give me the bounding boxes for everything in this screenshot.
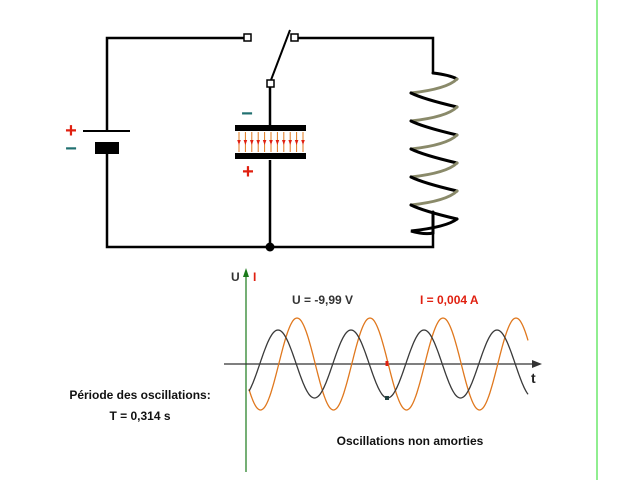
x-axis-arrow-icon: [532, 360, 542, 368]
field-arrow-icon: [262, 140, 267, 145]
capacitor: − +: [235, 103, 306, 183]
coil-back-turn: [409, 105, 459, 123]
coil-back-turn: [409, 133, 459, 151]
field-arrow-icon: [237, 140, 241, 145]
field-arrow-icon: [243, 140, 248, 145]
coil-back-turn: [409, 189, 459, 207]
switch[interactable]: [243, 29, 299, 88]
switch-terminal-left: [243, 33, 252, 42]
coil-front-turn: [409, 175, 459, 193]
coil-lead-bottom: [410, 210, 459, 236]
wire-top-right: [297, 36, 435, 73]
switch-terminal-pivot: [266, 79, 275, 88]
y-axis-label-i: I: [253, 270, 256, 284]
coil-front-turn: [409, 203, 459, 221]
coil-front-turn: [409, 91, 459, 109]
battery: + −: [65, 120, 130, 160]
y-axis-label-u: U: [231, 270, 240, 284]
y-axis-arrow-icon: [243, 268, 249, 277]
switch-terminal-right: [290, 33, 299, 42]
field-arrow-icon: [294, 140, 299, 145]
field-arrow-icon: [301, 140, 305, 145]
coil-front-turn: [409, 147, 459, 165]
period-label: Période des oscillations:: [69, 388, 210, 402]
oscillation-graph: U I t U = -9,99 V I = 0,004 A Oscillatio…: [224, 268, 542, 472]
field-arrow-icon: [250, 140, 254, 145]
current-marker: [385, 361, 389, 366]
capacitor-top-plate: [235, 125, 306, 131]
junction-dot: [265, 242, 275, 252]
field-arrow-icon: [288, 140, 292, 145]
field-arrow-icon: [256, 140, 260, 145]
field-arrow-icon: [275, 140, 280, 145]
capacitor-minus-sign: −: [241, 103, 253, 125]
voltage-marker: [385, 395, 389, 400]
coil-lead-top: [431, 71, 459, 81]
field-arrow-icon: [269, 140, 273, 145]
capacitor-plus-sign: +: [242, 161, 254, 183]
current-readout: I = 0,004 A: [420, 293, 479, 307]
battery-plus-sign: +: [65, 120, 77, 142]
coil-back-turn: [409, 161, 459, 179]
x-axis-label-t: t: [531, 370, 536, 386]
voltage-readout: U = -9,99 V: [292, 293, 353, 307]
circuit: [105, 36, 435, 249]
capacitor-bottom-plate: [235, 153, 306, 159]
battery-short-plate: [95, 142, 119, 154]
coil-back-turn: [409, 77, 459, 95]
battery-minus-sign: −: [65, 138, 77, 160]
coil-front-turn: [409, 119, 459, 137]
capacitor-field-lines: [237, 132, 305, 152]
inductor-coil: [409, 71, 459, 236]
switch-blade[interactable]: [270, 29, 291, 81]
wire-top-left: [105, 36, 245, 131]
field-arrow-icon: [282, 140, 286, 145]
graph-caption: Oscillations non amorties: [337, 434, 484, 448]
period-value: T = 0,314 s: [109, 409, 170, 423]
